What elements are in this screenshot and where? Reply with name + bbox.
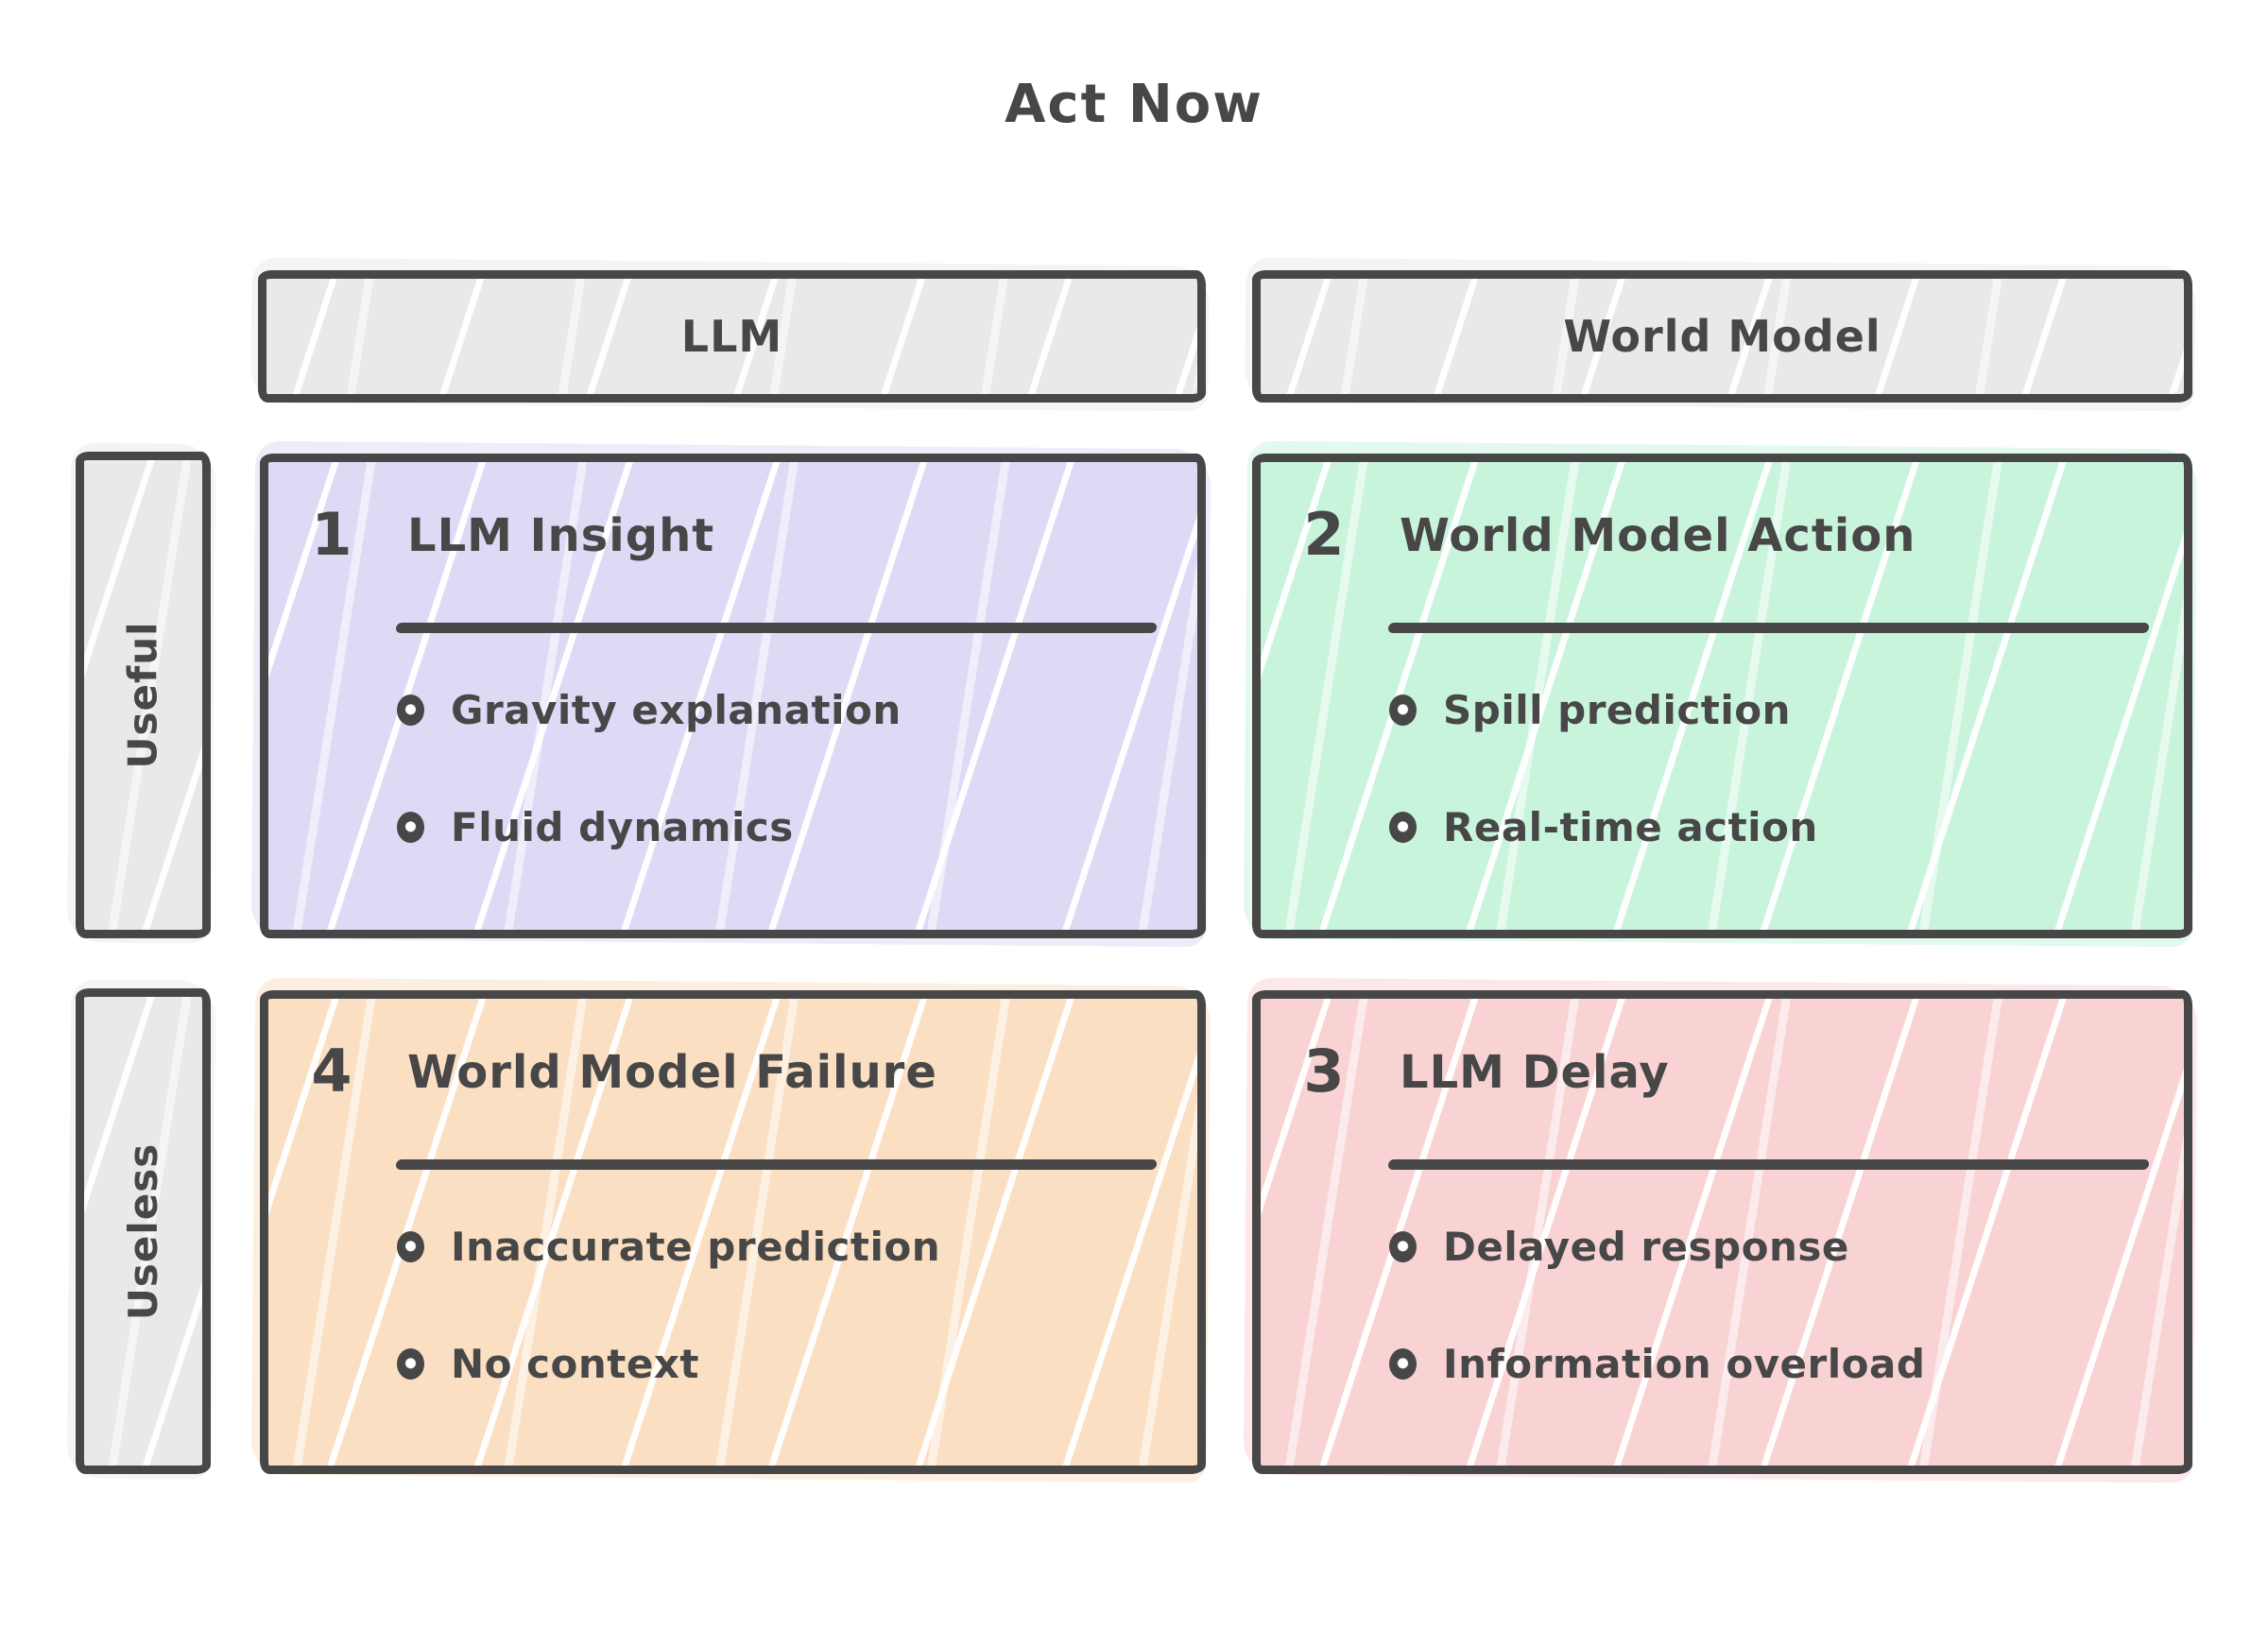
list-item: Gravity explanation (397, 687, 902, 733)
list-item: Fluid dynamics (397, 804, 794, 850)
divider-line (1388, 623, 2149, 633)
column-header-llm-label: LLM (680, 311, 783, 362)
quadrant-number: 1 (311, 500, 352, 569)
list-item: Inaccurate prediction (397, 1224, 940, 1270)
bullet-label: Information overload (1443, 1341, 1926, 1387)
list-item: Spill prediction (1389, 687, 1791, 733)
divider-line (1388, 1159, 2149, 1170)
column-header-world-model-label: World Model (1563, 311, 1881, 362)
list-item: No context (397, 1341, 699, 1387)
divider-line (396, 1159, 1157, 1170)
quadrant-llm-delay: 3 LLM Delay Delayed response Information… (1252, 990, 2192, 1474)
quadrant-number: 2 (1303, 500, 1345, 569)
bullet-label: Fluid dynamics (451, 804, 794, 850)
bullet-icon (397, 812, 424, 843)
bullet-label: No context (451, 1341, 700, 1387)
quadrant-title: LLM Insight (407, 509, 715, 562)
quadrant-number: 3 (1303, 1037, 1345, 1106)
row-label-useless-text: Useless (120, 1142, 166, 1320)
quadrant-llm-insight: 1 LLM Insight Gravity explanation Fluid … (260, 454, 1206, 938)
row-label-useful-text: Useful (120, 621, 167, 769)
bullet-label: Delayed response (1443, 1224, 1849, 1270)
bullet-icon (1389, 812, 1417, 843)
list-item: Real-time action (1389, 804, 1818, 850)
column-header-world-model: World Model (1252, 270, 2192, 403)
bullet-label: Gravity explanation (451, 687, 902, 733)
list-item: Information overload (1389, 1341, 1925, 1387)
quadrant-title: World Model Failure (407, 1046, 937, 1099)
bullet-icon (397, 694, 424, 726)
bullet-icon (1389, 1231, 1417, 1262)
quadrant-number: 4 (311, 1037, 352, 1106)
bullet-label: Real-time action (1443, 804, 1818, 850)
column-header-llm: LLM (258, 270, 1206, 403)
row-label-useless: Useless (76, 988, 211, 1474)
quadrant-title: LLM Delay (1400, 1046, 1670, 1099)
quadrant-world-model-action: 2 World Model Action Spill prediction Re… (1252, 454, 2192, 938)
bullet-icon (1389, 694, 1417, 726)
divider-line (396, 623, 1157, 633)
quadrant-world-model-failure: 4 World Model Failure Inaccurate predict… (260, 990, 1206, 1474)
bullet-icon (1389, 1348, 1417, 1380)
bullet-icon (397, 1231, 424, 1262)
bullet-icon (397, 1348, 424, 1380)
page-title: Act Now (1005, 74, 1263, 135)
bullet-label: Inaccurate prediction (451, 1224, 941, 1270)
quadrant-title: World Model Action (1400, 509, 1916, 562)
list-item: Delayed response (1389, 1224, 1849, 1270)
row-label-useful: Useful (76, 452, 211, 938)
bullet-label: Spill prediction (1443, 687, 1791, 733)
